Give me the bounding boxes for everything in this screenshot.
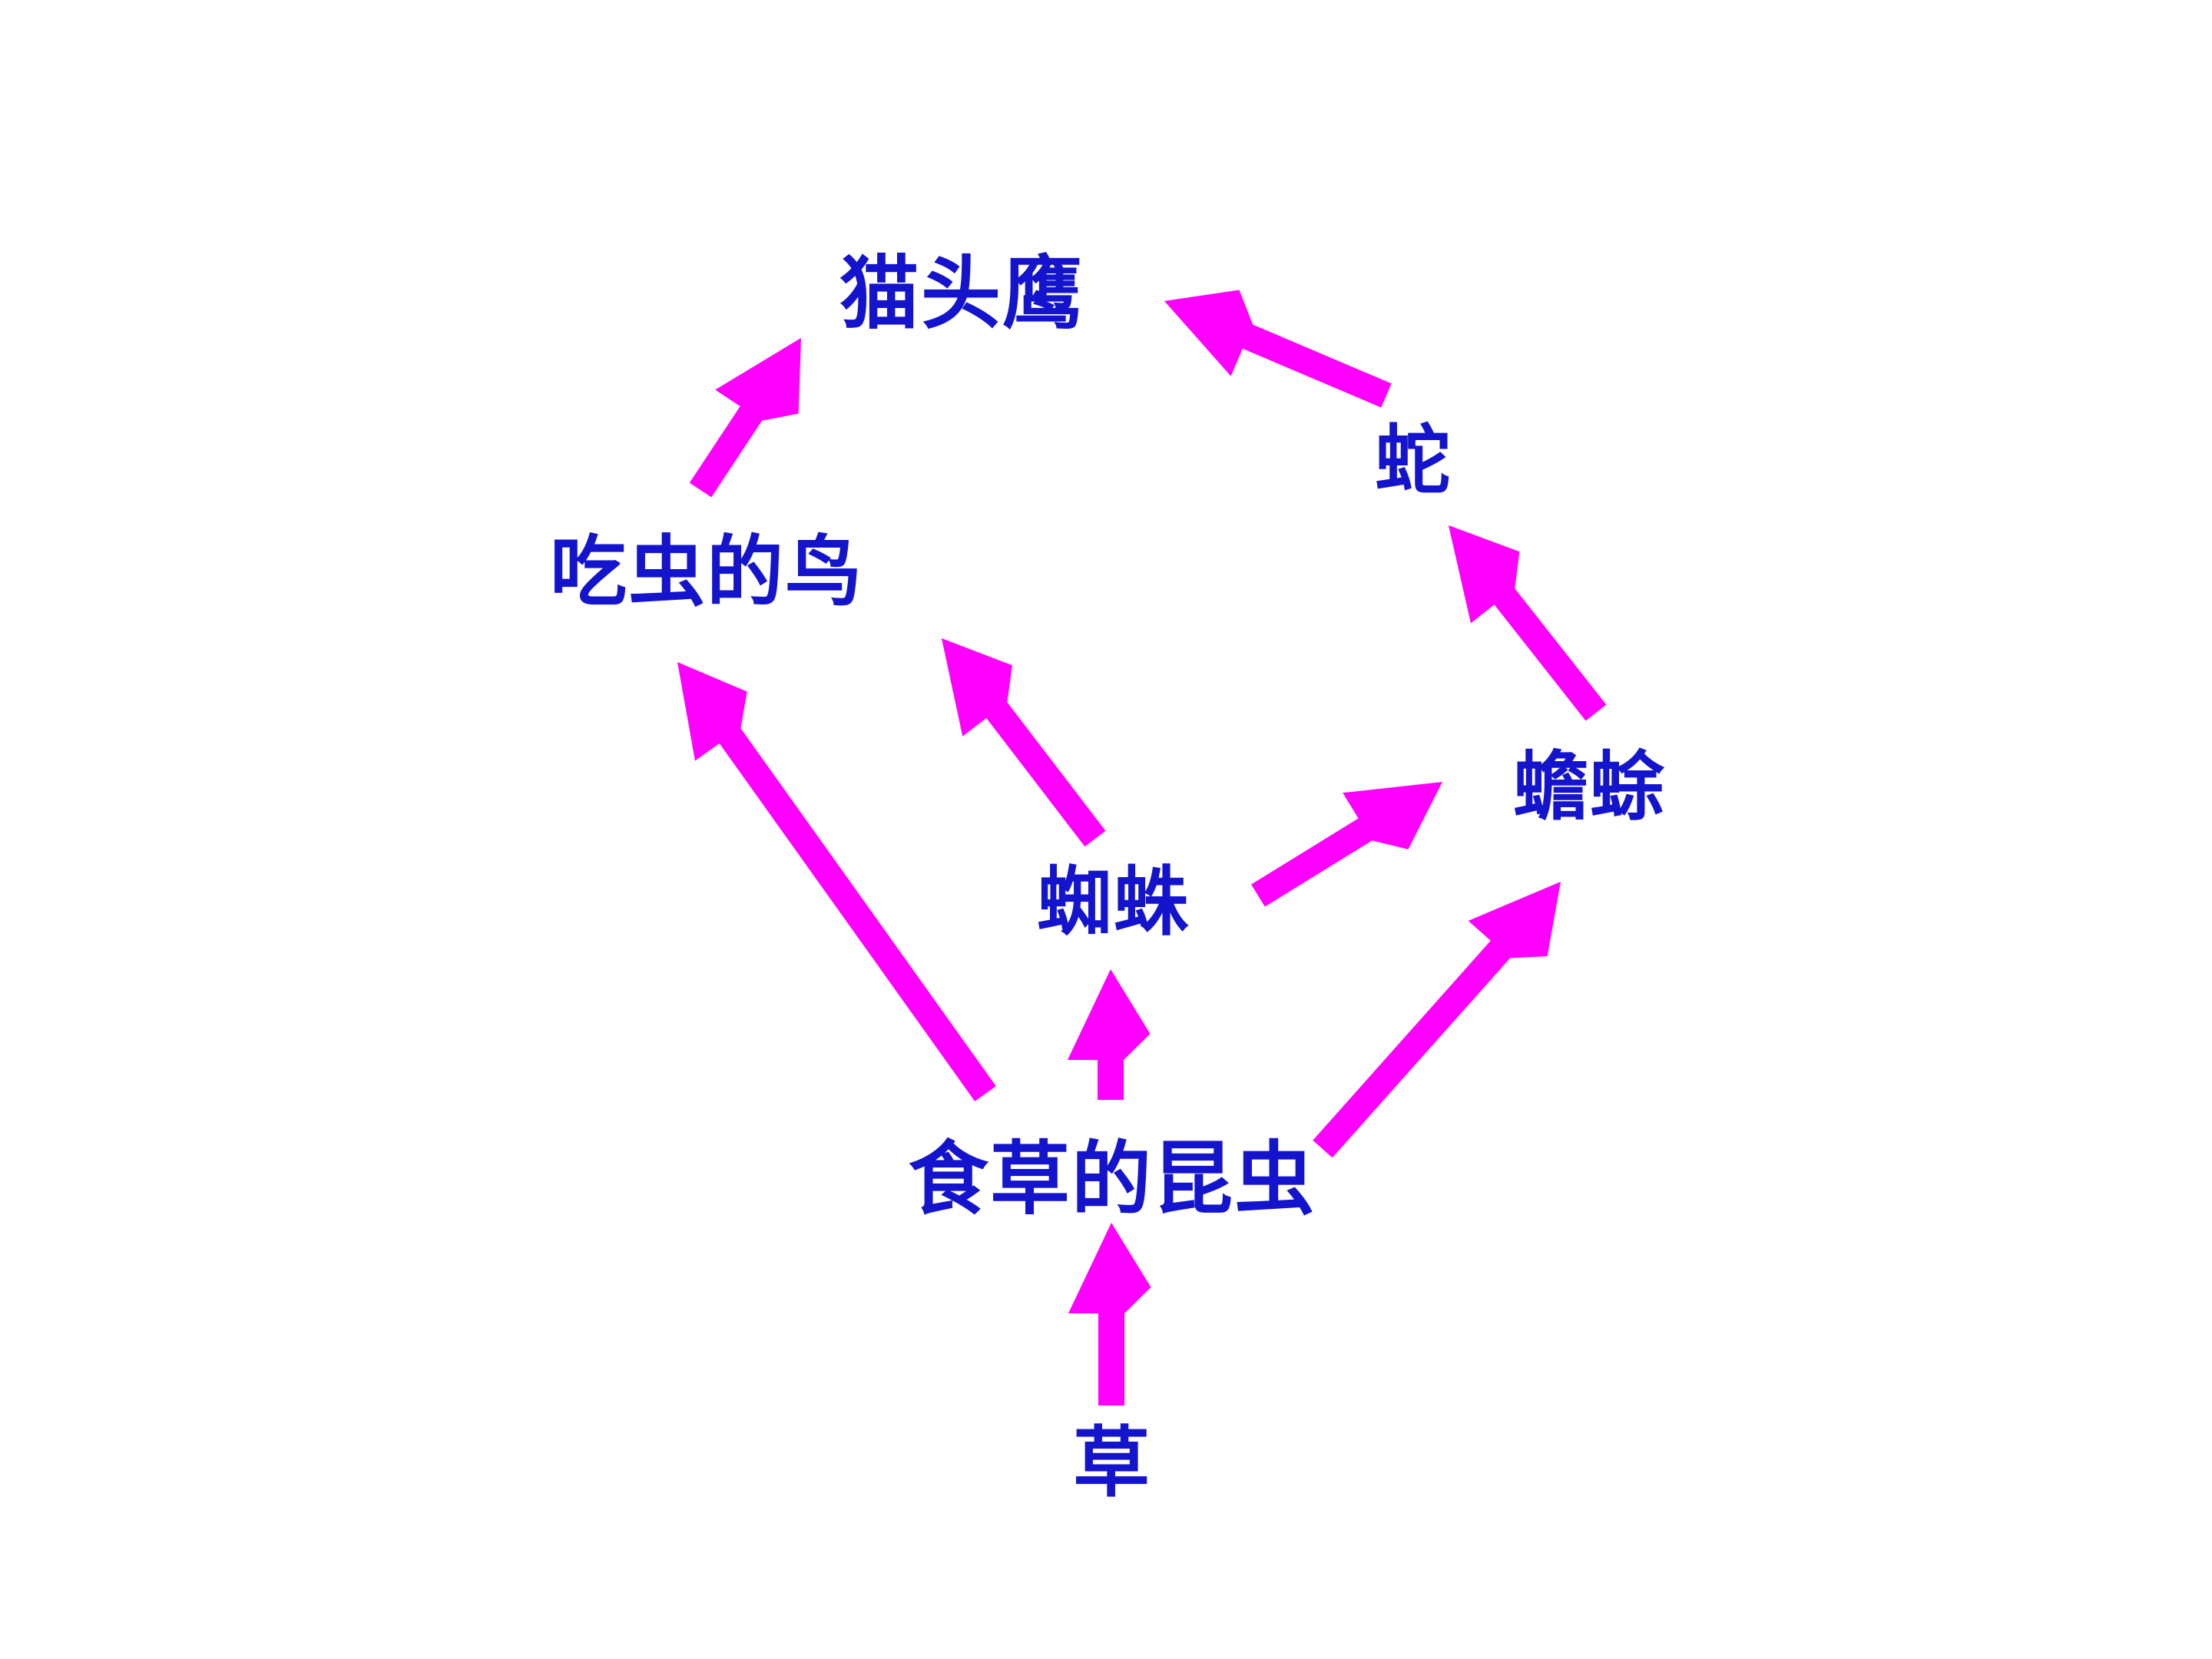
arrow-spider-to-toad	[1251, 782, 1442, 907]
node-owl: 猫头鹰	[839, 247, 1084, 340]
arrow-grass-to-insect	[1068, 1223, 1151, 1406]
node-grass: 草	[1073, 1418, 1151, 1508]
arrow-spider-to-bird	[942, 638, 1106, 847]
arrow-insect-to-bird	[677, 662, 996, 1101]
arrow-snake-to-owl	[1164, 290, 1392, 408]
arrow-insect-to-spider	[1068, 969, 1151, 1100]
node-snake: 蛇	[1375, 417, 1452, 505]
arrow-toad-to-snake	[1449, 525, 1607, 721]
arrow-bird-to-owl	[689, 338, 801, 498]
node-spider: 蜘蛛	[1037, 859, 1190, 946]
arrow-insect-to-toad	[1313, 882, 1561, 1158]
node-herbivorous-insect: 食草的昆虫	[908, 1132, 1316, 1226]
node-toad: 蟾蜍	[1513, 743, 1667, 831]
node-insect-eating-bird: 吃虫的鸟	[550, 527, 863, 617]
